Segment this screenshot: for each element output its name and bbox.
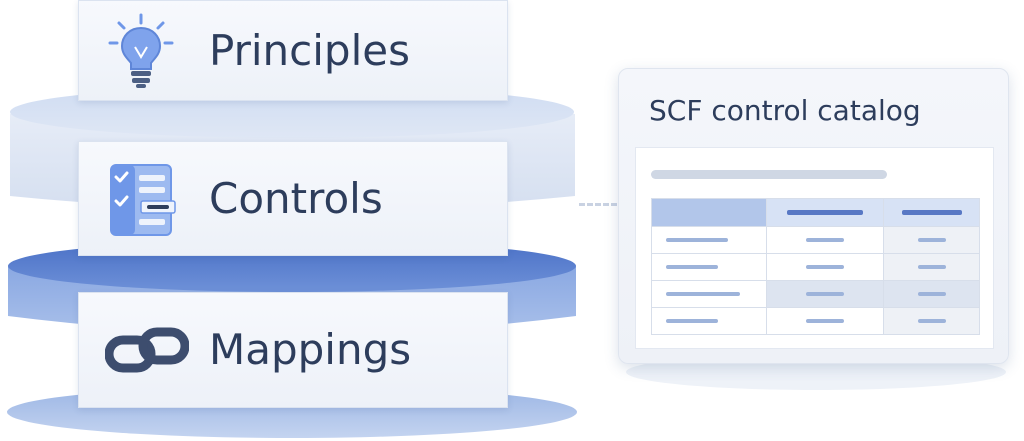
cell-line xyxy=(666,238,728,242)
cell-line xyxy=(666,265,718,269)
table-header-cell xyxy=(883,198,980,227)
layer-label-principles: Principles xyxy=(209,25,410,75)
connector-line xyxy=(579,203,617,206)
cell-line xyxy=(917,238,946,242)
layer-card-principles: Principles xyxy=(78,0,508,101)
cell-line xyxy=(666,319,718,323)
layer-label-controls: Controls xyxy=(209,173,383,223)
cell-line xyxy=(806,292,844,296)
table-row xyxy=(651,226,980,254)
header-line xyxy=(901,210,962,215)
table-cell xyxy=(883,253,980,281)
header-line xyxy=(787,210,863,215)
cell-line xyxy=(806,319,844,323)
catalog-title: SCF control catalog xyxy=(649,94,921,127)
checklist-icon xyxy=(105,161,181,237)
table-cell xyxy=(651,226,767,254)
table-cell xyxy=(651,280,767,308)
cell-line xyxy=(806,238,844,242)
cell-line xyxy=(806,265,844,269)
layer-card-mappings: Mappings xyxy=(78,292,508,408)
table-cell xyxy=(766,307,884,335)
table-row xyxy=(651,307,980,335)
table-cell xyxy=(883,226,980,254)
cell-line xyxy=(917,292,946,296)
catalog-window: SCF control catalog xyxy=(618,68,1009,364)
lightbulb-icon xyxy=(105,11,177,91)
cell-line xyxy=(666,292,740,296)
table-icon xyxy=(635,147,994,349)
search-bar-placeholder xyxy=(651,170,887,179)
table-header-row xyxy=(651,198,980,227)
table-cell xyxy=(766,253,884,281)
table-cell xyxy=(651,253,767,281)
table-header-cell xyxy=(651,198,767,227)
layer-label-mappings: Mappings xyxy=(209,325,412,374)
table-cell xyxy=(883,280,980,308)
chain-link-icon xyxy=(105,322,189,378)
table-row xyxy=(651,280,980,308)
table-cell xyxy=(766,280,884,308)
table-row xyxy=(651,253,980,281)
table-cell xyxy=(651,307,767,335)
cell-line xyxy=(917,265,946,269)
table-cell xyxy=(883,307,980,335)
table-cell xyxy=(766,226,884,254)
cell-line xyxy=(917,319,946,323)
layer-card-controls: Controls xyxy=(78,141,508,256)
catalog-table xyxy=(651,198,980,335)
table-header-cell xyxy=(766,198,884,227)
